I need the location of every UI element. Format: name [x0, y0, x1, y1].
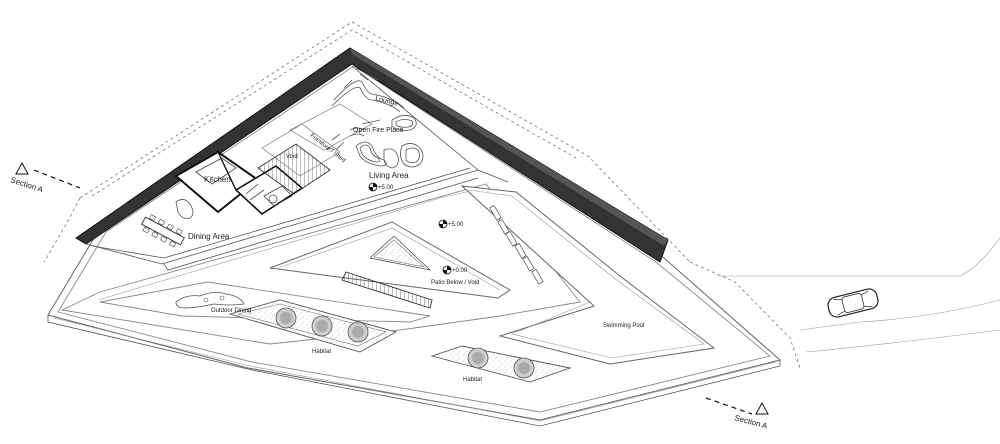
walkway-bridge — [341, 271, 433, 309]
patio-below-void-label: Patio Below / Void — [431, 280, 479, 286]
parked-car — [827, 288, 879, 318]
dining-area-label: Dining Area — [188, 232, 230, 241]
living-area-label: Living Area — [369, 171, 409, 180]
section-cut-right — [705, 397, 769, 415]
section-cut-left — [15, 161, 81, 189]
interior-floor — [85, 65, 509, 271]
swimming-pool-label: Swimming Pool — [603, 323, 644, 329]
patio-void — [269, 221, 511, 299]
lounge-furniture — [331, 67, 405, 113]
habitat-left — [228, 299, 398, 353]
patio-level-label: +0.00 — [452, 268, 468, 274]
void-area — [261, 103, 373, 177]
swimming-pool — [460, 185, 716, 365]
living-level-label: +5.00 — [378, 185, 394, 191]
level-marker-living — [368, 182, 378, 192]
dining-table — [141, 214, 185, 248]
habitat-left-label: Habitat — [312, 349, 331, 355]
outdoor-dining-label: Outdoor Dining — [211, 308, 251, 314]
void-label: Void — [286, 154, 298, 160]
pool-loungers — [489, 204, 544, 285]
level-marker-upper — [438, 219, 448, 229]
habitat-right — [430, 345, 572, 383]
habitat-right-label: Habitat — [463, 377, 482, 383]
roof-outline — [43, 21, 801, 369]
staircase — [257, 143, 331, 195]
level-marker-patio — [442, 265, 452, 275]
dining-sideboard — [175, 199, 194, 219]
section-a-label-right: Section A — [733, 413, 769, 431]
open-fire-place-label: Open Fire Place — [353, 127, 404, 134]
upper-level-label: +5.00 — [448, 222, 464, 228]
site-road — [718, 237, 1000, 353]
outdoor-dining-zone — [99, 281, 431, 323]
kitchen-label: Kitchen. — [204, 175, 233, 184]
living-furniture — [325, 115, 424, 169]
section-a-label-left: Section A — [9, 175, 45, 194]
